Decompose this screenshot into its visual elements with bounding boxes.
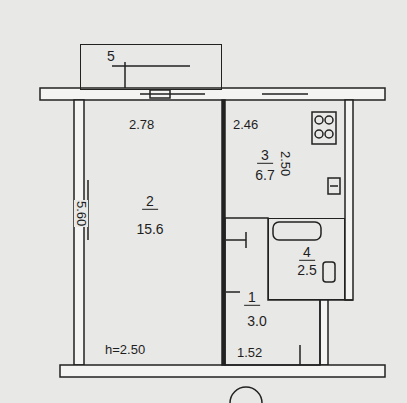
- room-area: 3.0: [246, 314, 267, 329]
- room-number: 4: [299, 245, 315, 261]
- sink-symbol: [330, 185, 338, 187]
- stove-symbol: [312, 112, 336, 144]
- stove-symbol: [315, 130, 323, 138]
- dimension: 2.50: [278, 150, 292, 177]
- room-area: 2.5: [296, 263, 317, 278]
- room-area: 6.7: [254, 168, 275, 183]
- room-outline: 215.6: [84, 100, 222, 365]
- room-number: 5: [106, 49, 116, 64]
- dimension: 1.52: [236, 346, 263, 360]
- window: [150, 90, 170, 98]
- hall-outline: [225, 218, 320, 365]
- door: [299, 345, 301, 365]
- window: [262, 93, 308, 95]
- room-number: 1: [244, 290, 260, 306]
- bath-symbol: [273, 222, 321, 240]
- room-outline: 13.0: [225, 218, 320, 365]
- ceiling-height: h=2.50: [104, 343, 146, 357]
- toilet-symbol: [323, 262, 335, 282]
- room-area: 15.6: [135, 222, 164, 237]
- dimension: 5.60: [74, 200, 88, 227]
- dimension: 2.46: [232, 118, 259, 132]
- door: [226, 232, 246, 248]
- hall-outline: [225, 218, 320, 365]
- room-number: 3: [257, 148, 273, 164]
- door: [226, 291, 240, 293]
- sink-symbol: [328, 178, 340, 194]
- balcony-room: 5: [80, 44, 222, 90]
- dimension: 2.78: [128, 118, 155, 132]
- stove-symbol: [325, 130, 333, 138]
- room-outline: 42.5: [268, 218, 345, 300]
- outer-wall: [60, 365, 385, 377]
- balcony-mark: [124, 62, 126, 88]
- entrance-mark: [230, 387, 262, 403]
- outer-wall: [74, 100, 84, 365]
- room-number: 2: [142, 194, 158, 210]
- outer-wall: [345, 100, 353, 300]
- stove-symbol: [315, 116, 323, 124]
- balcony-mark: [112, 65, 190, 67]
- stove-symbol: [325, 116, 333, 124]
- outer-wall: [320, 300, 328, 365]
